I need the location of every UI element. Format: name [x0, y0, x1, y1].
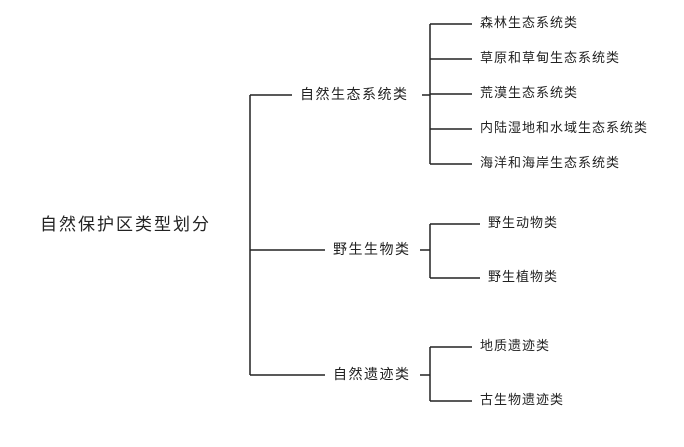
root-node: 自然保护区类型划分 — [40, 215, 211, 235]
category-wildlife: 野生生物类 — [333, 242, 411, 258]
leaf-marine-coastal-ecosystem: 海洋和海岸生态系统类 — [480, 156, 621, 171]
category-natural-ecosystem: 自然生态系统类 — [300, 87, 409, 103]
leaf-paleontological-relics: 古生物遗迹类 — [480, 393, 565, 408]
leaf-desert-ecosystem: 荒漠生态系统类 — [480, 86, 579, 101]
bracket-natural-relics — [420, 346, 472, 402]
bracket-natural-ecosystem — [422, 23, 472, 165]
category-natural-relics: 自然遗迹类 — [333, 367, 411, 383]
leaf-grassland-meadow-ecosystem: 草原和草甸生态系统类 — [480, 51, 621, 66]
leaf-geological-relics: 地质遗迹类 — [480, 339, 551, 354]
root-bracket — [249, 94, 325, 376]
leaf-inland-wetland-water-ecosystem: 内陆湿地和水域生态系统类 — [480, 121, 649, 136]
leaf-forest-ecosystem: 森林生态系统类 — [480, 16, 579, 31]
bracket-wildlife — [420, 223, 480, 279]
leaf-wild-animals: 野生动物类 — [488, 216, 559, 231]
leaf-wild-plants: 野生植物类 — [488, 270, 559, 285]
